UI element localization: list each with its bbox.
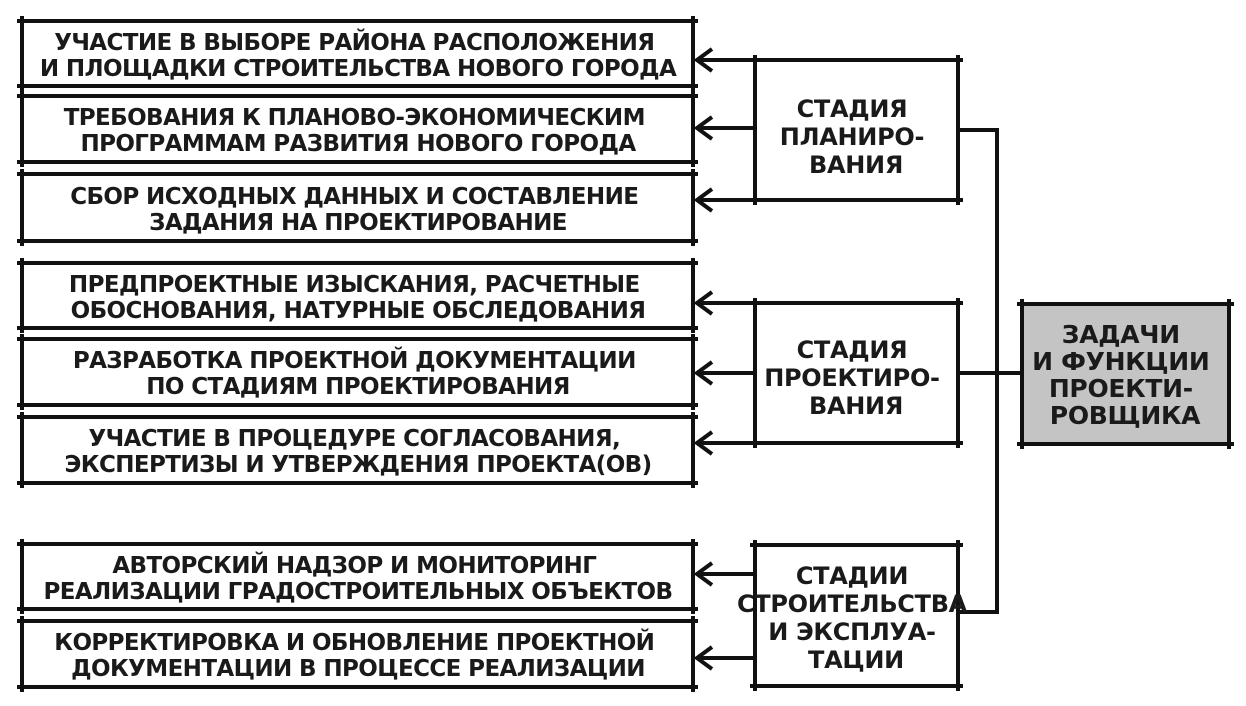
task-box-text: УЧАСТИЕ В ВЫБОРЕ РАЙОНА РАСПОЛОЖЕНИЯ И П… [40, 28, 677, 82]
task-box-text: РАЗРАБОТКА ПРОЕКТНОЙ ДОКУМЕНТАЦИИ ПО СТА… [73, 346, 643, 400]
arrowhead-icon [693, 360, 714, 386]
task-line: ЗАДАНИЯ НА ПРОЕКТИРОВАНИЕ [149, 210, 567, 236]
stage-box-text: СТАДИЯ ПРОЕКТИРО- ВАНИЯ [764, 336, 948, 420]
arrowhead-icon [693, 561, 714, 587]
arrowhead-icon [693, 47, 714, 73]
task-box: РАЗРАБОТКА ПРОЕКТНОЙ ДОКУМЕНТАЦИИ ПО СТА… [20, 337, 695, 407]
stage-box-construction: СТАДИИ СТРОИТЕЛЬСТВА И ЭКСПЛУА- ТАЦИИ [737, 543, 975, 688]
center-line: ПРОЕКТИ- [1049, 374, 1193, 403]
task-line: РЕАЛИЗАЦИИ ГРАДОСТРОИТЕЛЬНЫХ ОБЪЕКТОВ [44, 579, 673, 605]
stage-line: ПЛАНИРО- [780, 123, 924, 151]
task-box: СБОР ИСХОДНЫХ ДАННЫХ И СОСТАВЛЕНИЕ ЗАДАН… [20, 172, 695, 243]
stage-line: СТАДИЯ [797, 336, 908, 364]
task-line: КОРРЕКТИРОВКА И ОБНОВЛЕНИЕ ПРОЕКТНОЙ [54, 628, 654, 656]
task-box-text: УЧАСТИЕ В ПРОЦЕДУРЕ СОГЛАСОВАНИЯ, ЭКСПЕР… [64, 426, 651, 478]
task-box-text: ПРЕДПРОЕКТНЫЕ ИЗЫСКАНИЯ, РАСЧЕТНЫЕ ОБОСН… [69, 272, 647, 324]
stage-line: СТРОИТЕЛЬСТВА [737, 590, 968, 618]
stage-column: СТАДИЯ ПЛАНИРО- ВАНИЯ СТАДИЯ ПРОЕКТИРО- … [737, 58, 975, 688]
arrowhead-icon [693, 430, 714, 456]
task-box: ПРЕДПРОЕКТНЫЕ ИЗЫСКАНИЯ, РАСЧЕТНЫЕ ОБОСН… [20, 261, 695, 330]
task-box: ТРЕБОВАНИЯ К ПЛАНОВО-ЭКОНОМИЧЕСКИМ ПРОГР… [20, 94, 695, 164]
task-box: АВТОРСКИЙ НАДЗОР И МОНИТОРИНГ РЕАЛИЗАЦИИ… [20, 542, 695, 611]
stage-box-planning: СТАДИЯ ПЛАНИРО- ВАНИЯ [753, 58, 960, 202]
task-box: УЧАСТИЕ В ВЫБОРЕ РАЙОНА РАСПОЛОЖЕНИЯ И П… [20, 19, 695, 88]
task-line: УЧАСТИЕ В ВЫБОРЕ РАЙОНА РАСПОЛОЖЕНИЯ [54, 28, 654, 56]
center-line: РОВЩИКА [1050, 401, 1201, 430]
task-column: УЧАСТИЕ В ВЫБОРЕ РАЙОНА РАСПОЛОЖЕНИЯ И П… [20, 19, 695, 689]
stage-line: СТАДИЯ [797, 95, 908, 123]
task-line: УЧАСТИЕ В ПРОЦЕДУРЕ СОГЛАСОВАНИЯ, [88, 426, 620, 452]
stage-line: СТАДИИ [796, 562, 908, 590]
task-box-text: КОРРЕКТИРОВКА И ОБНОВЛЕНИЕ ПРОЕКТНОЙ ДОК… [54, 628, 662, 682]
arrowhead-icon [693, 645, 714, 671]
center-box: ЗАДАЧИ И ФУНКЦИИ ПРОЕКТИ- РОВЩИКА [1020, 302, 1231, 446]
arrowhead-icon [693, 115, 714, 141]
task-box-text: АВТОРСКИЙ НАДЗОР И МОНИТОРИНГ РЕАЛИЗАЦИИ… [44, 551, 673, 605]
task-line: ПРОГРАММАМ РАЗВИТИЯ НОВОГО ГОРОДА [80, 131, 636, 157]
stage-line: ТАЦИИ [808, 646, 904, 674]
task-box-text: СБОР ИСХОДНЫХ ДАННЫХ И СОСТАВЛЕНИЕ ЗАДАН… [70, 184, 646, 236]
stage-line: И ЭКСПЛУА- [768, 618, 935, 646]
center-line: И ФУНКЦИИ [1032, 347, 1209, 376]
stage-line: ПРОЕКТИРО- [764, 364, 940, 392]
arrowhead-icon [693, 290, 714, 316]
task-line: СБОР ИСХОДНЫХ ДАННЫХ И СОСТАВЛЕНИЕ [70, 184, 638, 210]
task-box: КОРРЕКТИРОВКА И ОБНОВЛЕНИЕ ПРОЕКТНОЙ ДОК… [20, 619, 695, 689]
task-line: ПРЕДПРОЕКТНЫЕ ИЗЫСКАНИЯ, РАСЧЕТНЫЕ [69, 272, 640, 298]
task-line: ЭКСПЕРТИЗЫ И УТВЕРЖДЕНИЯ ПРОЕКТА(ОВ) [64, 452, 651, 478]
center-line: ЗАДАЧИ [1062, 320, 1180, 349]
stage-box-text: СТАДИЯ ПЛАНИРО- ВАНИЯ [780, 95, 932, 179]
stage-box-text: СТАДИИ СТРОИТЕЛЬСТВА И ЭКСПЛУА- ТАЦИИ [737, 562, 975, 674]
task-line: И ПЛОЩАДКИ СТРОИТЕЛЬСТВА НОВОГО ГОРОДА [40, 56, 677, 82]
task-line: РАЗРАБОТКА ПРОЕКТНОЙ ДОКУМЕНТАЦИИ [73, 346, 636, 374]
task-line: ДОКУМЕНТАЦИИ В ПРОЦЕССЕ РЕАЛИЗАЦИИ [71, 656, 645, 682]
task-line: ОБОСНОВАНИЯ, НАТУРНЫЕ ОБСЛЕДОВАНИЯ [71, 298, 646, 324]
task-box-text: ТРЕБОВАНИЯ К ПЛАНОВО-ЭКОНОМИЧЕСКИМ ПРОГР… [64, 105, 653, 157]
center-box-text: ЗАДАЧИ И ФУНКЦИИ ПРОЕКТИ- РОВЩИКА [1032, 320, 1218, 430]
task-box: УЧАСТИЕ В ПРОЦЕДУРЕ СОГЛАСОВАНИЯ, ЭКСПЕР… [20, 415, 695, 485]
arrowhead-icon [693, 187, 714, 213]
task-line: ПО СТАДИЯМ ПРОЕКТИРОВАНИЯ [146, 374, 570, 400]
corner-ticks [17, 16, 1234, 692]
stage-line: ВАНИЯ [809, 392, 903, 420]
task-line: ТРЕБОВАНИЯ К ПЛАНОВО-ЭКОНОМИЧЕСКИМ [64, 105, 645, 131]
stage-box-design: СТАДИЯ ПРОЕКТИРО- ВАНИЯ [753, 301, 960, 445]
stage-line: ВАНИЯ [809, 151, 903, 179]
task-line: АВТОРСКИЙ НАДЗОР И МОНИТОРИНГ [112, 551, 597, 579]
